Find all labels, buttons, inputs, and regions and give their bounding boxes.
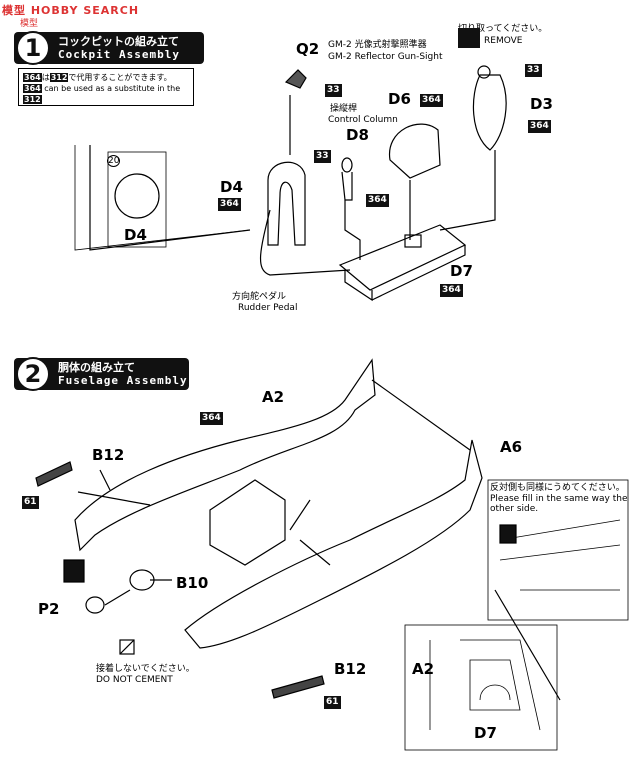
control-jp: 操縦桿 [330,104,358,114]
tag-364-c: 364 [366,194,389,207]
bulkhead-part [267,161,306,246]
label-b12b: B12 [334,660,367,678]
note-part-b-2: 312 [23,95,42,104]
cockpit-assembly [209,479,286,566]
guide-line [439,150,496,231]
fill-note-jp: 反対側も同様にうめてください。 [490,483,625,493]
cement-en: DO NOT CEMENT [96,675,173,685]
label-d4-inset: D4 [124,226,147,244]
floor-block [404,234,422,248]
note-jp-mid: は [41,73,50,82]
note-part-b: 312 [49,73,69,82]
p2-part [85,596,105,614]
label-a6: A6 [500,438,523,456]
fill-marker [499,524,517,544]
rudder-jp: 方向舵ペダル [232,292,287,302]
rudder-en: Rudder Pedal [238,303,298,313]
instrument-panel [114,173,160,219]
gunsight-part [284,69,307,89]
step2-title-jp: 胴体の組み立て [58,361,135,374]
note-part-a: 364 [23,73,42,82]
tag-364-e: 364 [440,284,463,297]
tag-33-b: 33 [525,64,542,77]
label-d8: D8 [346,126,369,144]
step2-banner: 2 胴体の組み立て Fuselage Assembly [14,357,189,391]
remove-icon [458,28,480,48]
control-column-grip [341,157,353,173]
label-q2: Q2 [296,40,320,58]
substitute-note: 364は312で代用することができます。 364 can be used as … [18,68,194,106]
label-b12: B12 [92,446,125,464]
control-en: Control Column [328,115,398,125]
label-d7-inset: D7 [474,724,497,742]
control-column-stem [341,171,353,201]
watermark-sub: 模型 [20,19,39,29]
cement-marker [63,559,85,583]
seat-part [389,123,441,179]
tag-61-b: 61 [324,696,341,709]
tag-33-a: 33 [325,84,342,97]
watermark-brand: 模型 HOBBY SEARCH [2,4,140,17]
label-b10: B10 [176,574,209,592]
fill-note-en2: other side. [490,504,539,514]
label-a2: A2 [262,388,285,406]
step1-title-en: Cockpit Assembly [58,48,180,61]
step2-number: 2 [16,357,50,391]
no-cement-icon [119,639,135,655]
tag-364-a: 364 [420,94,443,107]
label-d7: D7 [450,262,473,280]
cement-jp: 接着しないでください。 [96,664,195,674]
decal-20: 20 [107,155,120,167]
fuselage-a2 [74,358,376,552]
label-d4: D4 [220,178,243,196]
note-jp-end: で代用することができます。 [68,73,172,82]
tag-33-c: 33 [314,150,331,163]
tag-364-b: 364 [528,120,551,133]
step2-title-en: Fuselage Assembly [58,374,188,387]
fill-note-en1: Please fill in the same way the [490,494,628,504]
exhaust-b12 [35,461,73,487]
tag-364-f: 364 [200,412,223,425]
note-en: can be used as a substitute in the [44,84,181,93]
step1-title-jp: コックピットの組み立て [58,35,179,48]
floor-part [338,224,467,291]
guide-line [344,200,361,260]
label-d3: D3 [530,95,553,113]
guide-line [89,145,251,251]
step1-number: 1 [16,31,50,65]
guide-line [259,209,351,276]
remove-jp: 切り取ってください。 [458,24,548,34]
exhaust-b12b [271,675,325,699]
fuselage-a6 [184,439,483,649]
tag-364-d: 364 [218,198,241,211]
detail-inset-frame [487,479,629,621]
d3-part [472,74,507,151]
label-a2-inset: A2 [412,660,435,678]
label-p2: P2 [38,600,60,618]
note-part-a-2: 364 [23,84,42,93]
step1-banner: 1 コックピットの組み立て Cockpit Assembly [14,31,204,65]
q2-en: GM-2 Reflector Gun-Sight [328,52,443,62]
d3-knob [477,65,491,79]
tag-61-a: 61 [22,496,39,509]
q2-jp: GM-2 光像式射撃照準器 [328,40,427,50]
label-d6: D6 [388,90,411,108]
bottom-inset-frame [404,624,558,751]
remove-en: REMOVE [484,36,523,46]
